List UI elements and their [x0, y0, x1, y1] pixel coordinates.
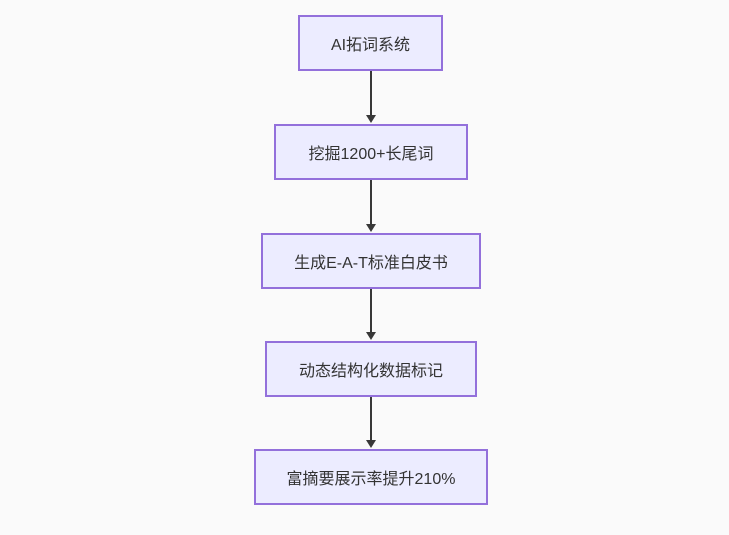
flow-node-mine-longtail-keywords: 挖掘1200+长尾词 — [274, 124, 468, 180]
flow-node-label: AI拓词系统 — [330, 37, 411, 54]
arrow-down-icon — [366, 71, 376, 123]
flow-node-label: 挖掘1200+长尾词 — [308, 146, 434, 163]
arrowhead-icon — [366, 332, 376, 340]
flow-node-dynamic-structured-data-markup: 动态结构化数据标记 — [265, 341, 477, 397]
arrowhead-icon — [366, 224, 376, 232]
arrow-shaft — [370, 180, 372, 224]
arrowhead-icon — [366, 440, 376, 448]
flow-node-generate-eat-whitepaper: 生成E-A-T标准白皮书 — [261, 233, 481, 289]
arrow-shaft — [370, 289, 372, 332]
arrow-shaft — [370, 71, 372, 115]
flow-node-rich-snippet-rate-increase: 富摘要展示率提升210% — [254, 449, 488, 505]
arrowhead-icon — [366, 115, 376, 123]
arrow-down-icon — [366, 397, 376, 448]
flow-node-ai-word-expansion-system: AI拓词系统 — [298, 15, 443, 71]
flow-node-label: 动态结构化数据标记 — [298, 363, 443, 380]
flow-node-label: 富摘要展示率提升210% — [286, 471, 456, 488]
arrow-down-icon — [366, 180, 376, 232]
arrow-shaft — [370, 397, 372, 440]
arrow-down-icon — [366, 289, 376, 340]
flow-node-label: 生成E-A-T标准白皮书 — [294, 255, 448, 272]
